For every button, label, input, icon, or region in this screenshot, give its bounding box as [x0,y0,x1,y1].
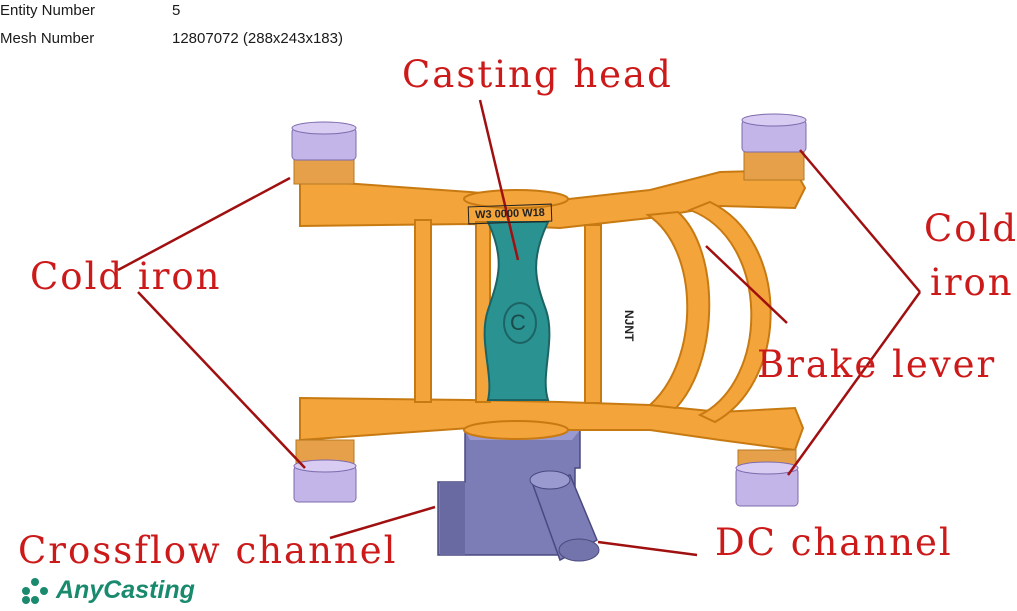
mesh-number-label: Mesh Number [0,30,95,47]
top-stamp-label: W3 0000 W18 [467,203,553,225]
callout-cold-iron-right-line2: iron [930,261,1014,304]
cold-iron-bottom-right [735,449,799,507]
callout-crossflow-channel: Crossflow channel [18,529,398,572]
cold-iron-bottom-left [293,439,357,503]
callout-dc-channel: DC channel [715,521,953,564]
brake-lever-shape [299,168,807,452]
dc-channel-shape [529,470,600,562]
cold-iron-top-right [741,113,807,181]
callout-casting-head: Casting head [402,53,673,96]
callout-cold-iron-left: Cold iron [30,255,222,298]
callout-brake-lever: Brake lever [757,343,997,386]
head-letter-label: C [510,310,526,335]
mesh-number-value: 12807072 (288x243x183) [172,30,343,47]
anycasting-logo-icon [22,577,48,604]
anycasting-logo: AnyCasting [20,576,195,605]
casting-head-shape [483,221,551,401]
cold-iron-top-left [291,121,357,185]
side-stamp-label: NJNT [622,310,636,342]
crossflow-channel-shape [437,429,581,556]
anycasting-logo-text: AnyCasting [56,576,195,604]
entity-number-value: 5 [172,2,181,19]
entity-number-label: Entity Number [0,2,96,19]
callout-cold-iron-right-line1: Cold [924,207,1017,250]
leader-lines [117,99,922,557]
